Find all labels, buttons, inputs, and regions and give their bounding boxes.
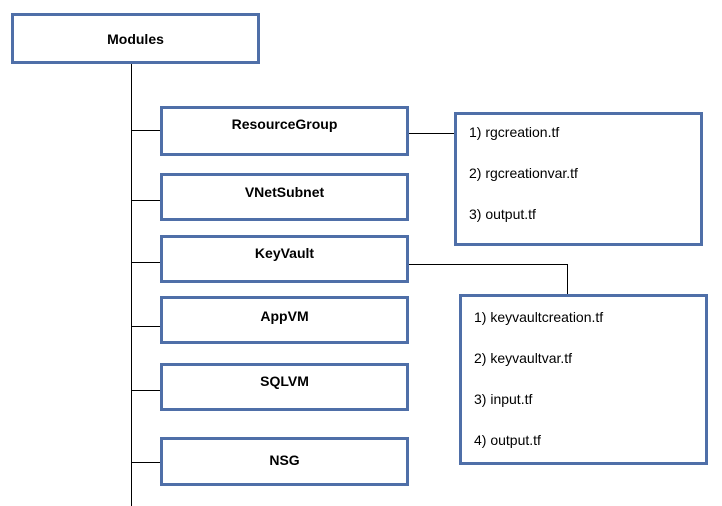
module-label-appvm: AppVM (260, 308, 309, 324)
module-box-appvm: AppVM (160, 296, 409, 344)
file-item: 2) rgcreationvar.tf (469, 165, 578, 181)
module-box-resourcegroup: ResourceGroup (160, 106, 409, 156)
module-label-keyvault: KeyVault (254, 245, 315, 261)
module-label-resourcegroup: ResourceGroup (231, 116, 338, 132)
keyvault-files-box: 1) keyvaultcreation.tf 2) keyvaultvar.tf… (459, 294, 708, 465)
keyvault-files-connector-vertical (567, 264, 568, 296)
resourcegroup-files-connector (408, 133, 456, 134)
branch-connector-resourcegroup (131, 130, 161, 131)
branch-connector-sqlvm (131, 390, 161, 391)
file-item: 1) rgcreation.tf (469, 124, 560, 140)
branch-connector-appvm (131, 326, 161, 327)
file-item: 3) input.tf (474, 391, 533, 407)
module-label-vnetsubnet: VNetSubnet (244, 184, 325, 200)
keyvault-files-connector-horizontal (408, 264, 568, 265)
trunk-connector (131, 64, 132, 506)
module-box-keyvault: KeyVault (160, 235, 409, 283)
resourcegroup-files-box: 1) rgcreation.tf 2) rgcreationvar.tf 3) … (454, 112, 703, 246)
file-item: 1) keyvaultcreation.tf (474, 309, 604, 325)
branch-connector-vnetsubnet (131, 200, 161, 201)
file-item: 2) keyvaultvar.tf (474, 350, 573, 366)
module-box-sqlvm: SQLVM (160, 363, 409, 411)
file-item: 4) output.tf (474, 432, 541, 448)
file-item: 3) output.tf (469, 206, 536, 222)
modules-root-box: Modules (11, 13, 260, 64)
module-label-sqlvm: SQLVM (260, 373, 309, 389)
modules-root-label: Modules (107, 30, 164, 47)
module-box-vnetsubnet: VNetSubnet (160, 173, 409, 221)
branch-connector-nsg (131, 462, 161, 463)
module-box-nsg: NSG (160, 437, 409, 486)
module-label-nsg: NSG (269, 451, 300, 468)
branch-connector-keyvault (131, 262, 161, 263)
